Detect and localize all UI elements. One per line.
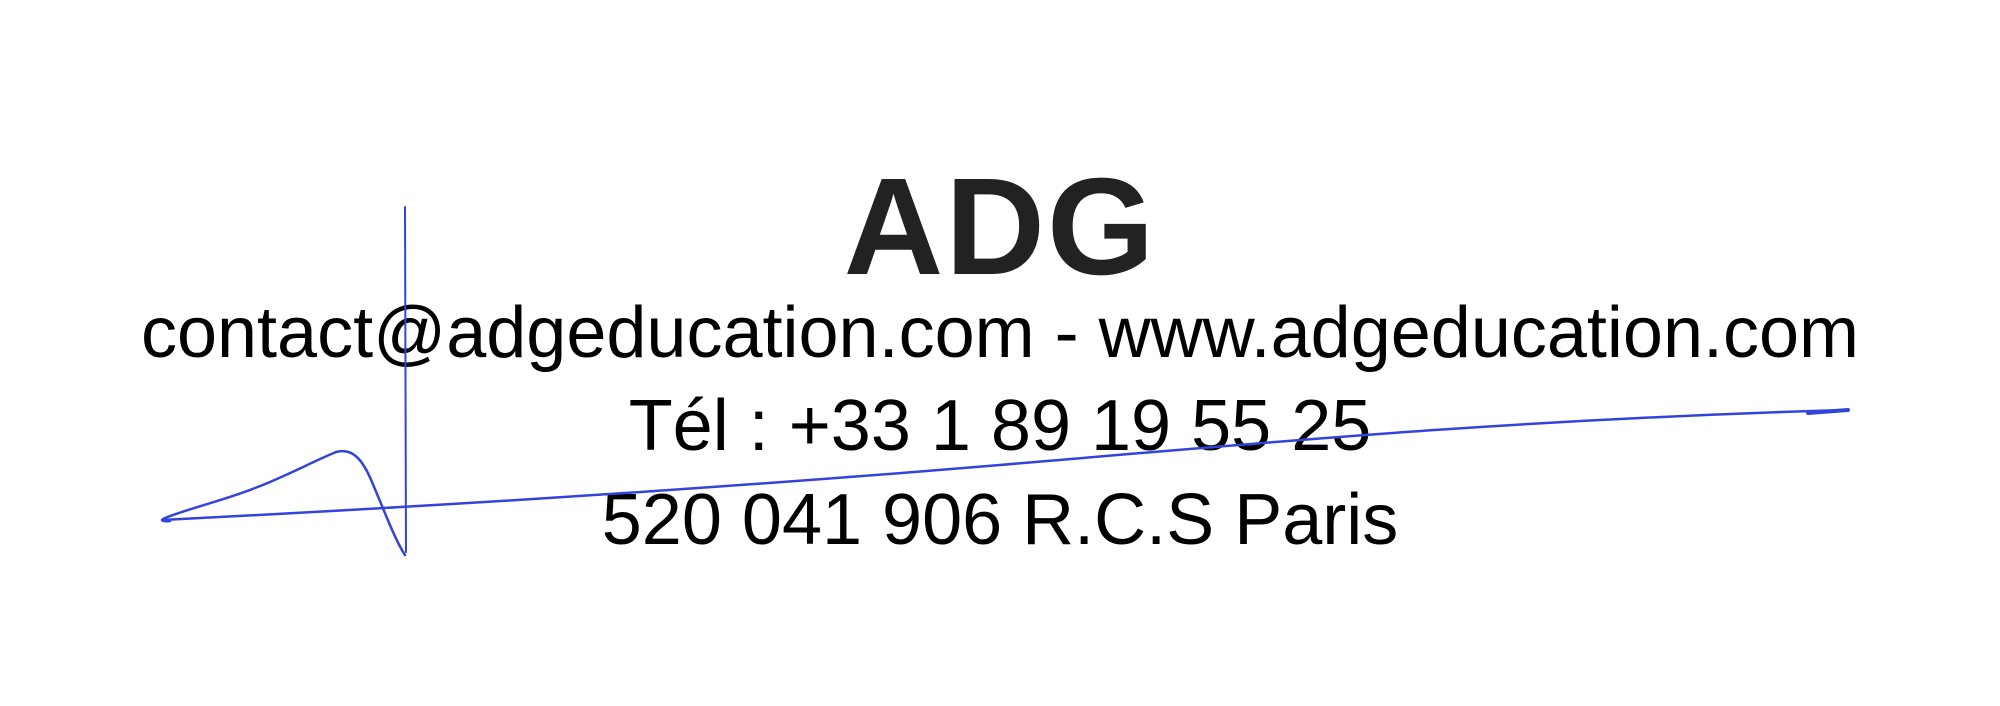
contact-line: contact@adgeducation.com - www.adgeducat… <box>140 293 1860 373</box>
registration-line: 520 041 906 R.C.S Paris <box>601 480 1399 560</box>
phone-line: Tél : +33 1 89 19 55 25 <box>628 386 1372 466</box>
company-brand: ADG <box>843 150 1157 304</box>
